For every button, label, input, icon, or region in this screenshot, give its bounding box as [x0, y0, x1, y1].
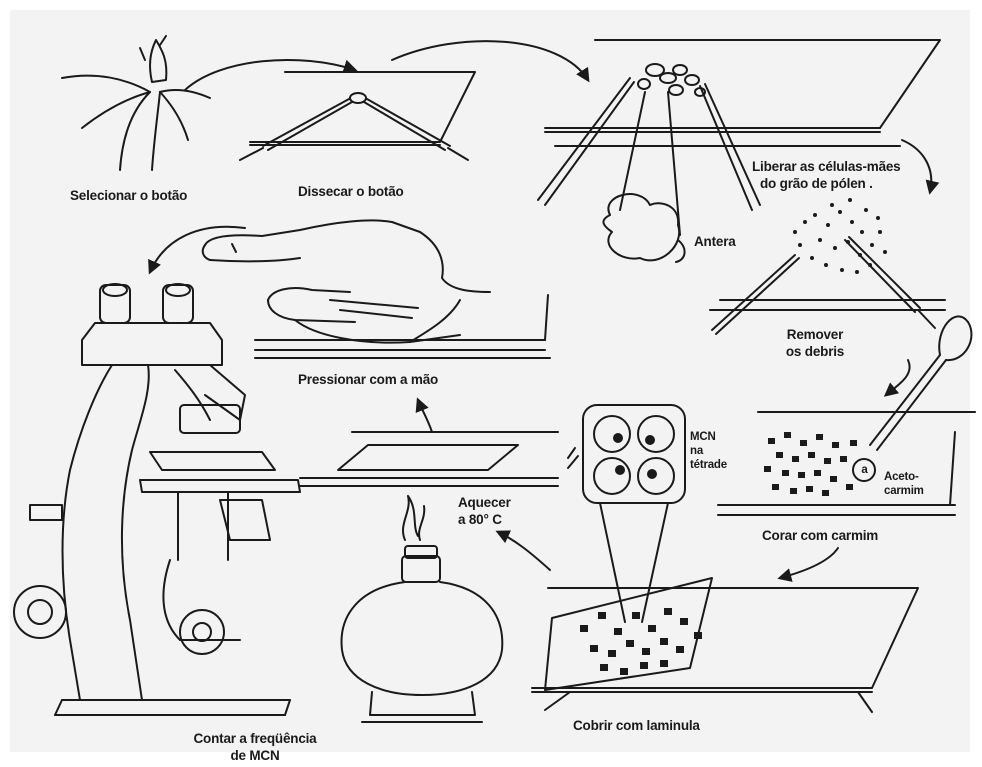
label-remover-line2: os debris: [760, 343, 870, 360]
label-pressionar: Pressionar com a mão: [298, 371, 438, 388]
label-contar: Contar a freqüência de MCN: [170, 730, 340, 764]
label-liberar-line2: do grão de pólen .: [752, 175, 901, 192]
label-liberar: Liberar as células-mães do grão de pólen…: [752, 158, 901, 192]
label-contar-line2: de MCN: [170, 747, 340, 764]
label-aquecer: Aquecer a 80° C: [458, 494, 511, 528]
label-dissecar: Dissecar o botão: [298, 183, 404, 200]
label-aceto: Aceto- carmim: [884, 470, 924, 498]
label-remover-line1: Remover: [760, 326, 870, 343]
label-aquecer-line2: a 80° C: [458, 511, 511, 528]
label-corar: Corar com carmim: [762, 527, 878, 544]
label-mcn-line3: tétrade: [690, 458, 727, 472]
label-contar-line1: Contar a freqüência: [170, 730, 340, 747]
label-aquecer-line1: Aquecer: [458, 494, 511, 511]
label-selecionar: Selecionar o botão: [70, 187, 187, 204]
label-antera: Antera: [694, 233, 736, 250]
label-mcn: MCN na tétrade: [690, 430, 727, 472]
label-liberar-line1: Liberar as células-mães: [752, 158, 901, 175]
label-aceto-line1: Aceto-: [884, 470, 924, 484]
label-cobrir: Cobrir com laminula: [573, 717, 700, 734]
label-aceto-circle: a: [860, 463, 869, 477]
background-panel: [10, 10, 970, 752]
label-mcn-line2: na: [690, 444, 727, 458]
label-mcn-line1: MCN: [690, 430, 727, 444]
label-aceto-line2: carmim: [884, 484, 924, 498]
label-remover: Remover os debris: [760, 326, 870, 360]
